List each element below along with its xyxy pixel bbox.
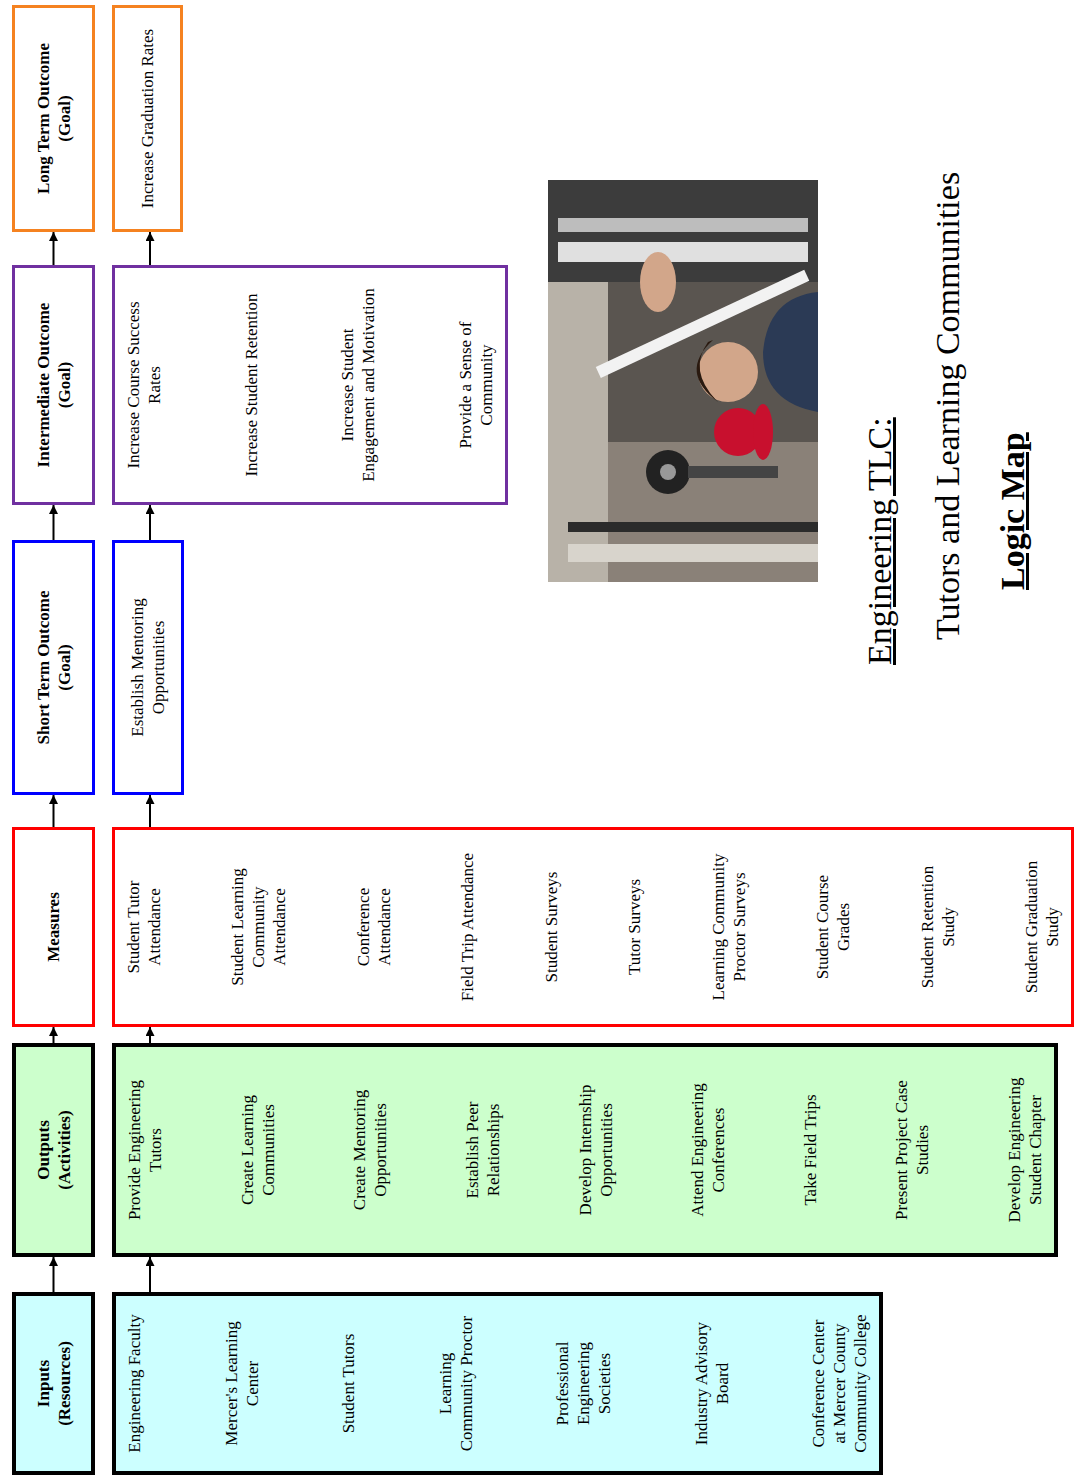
item-text: Student Tutor Attendance xyxy=(123,852,165,1002)
item-text: Develop Internship Opportunities xyxy=(575,1075,617,1225)
flow-arrow xyxy=(53,1257,55,1292)
subtitle-label: Logic Map xyxy=(993,432,1033,590)
item-text: Tutor Surveys xyxy=(624,879,645,975)
item-text: Professional Engineering Societies xyxy=(552,1314,615,1454)
item-text: Student Tutors xyxy=(338,1334,359,1434)
diagram-title: Engineering TLC: xyxy=(860,417,900,665)
item-text: Student Retention Study xyxy=(917,852,959,1002)
header-text: Outputs (Activities) xyxy=(33,1095,75,1205)
item-text: Increase Graduation Rates xyxy=(137,29,158,208)
item-text: Provide a Sense of Community xyxy=(455,285,497,485)
item-text: Learning Community Proctor xyxy=(435,1314,477,1454)
column-body-box: Engineering Faculty Mercer's Learning Cen… xyxy=(112,1292,883,1475)
item-text: Learning Community Proctor Surveys xyxy=(708,852,750,1002)
item-text: Student Graduation Study xyxy=(1021,852,1063,1002)
column-header-box: Measures xyxy=(12,827,95,1027)
item-text: Conference Attendance xyxy=(353,852,395,1002)
item-text: Student Learning Community Attendance xyxy=(227,852,290,1002)
column-body-box: Establish Mentoring Opportunities xyxy=(112,540,184,795)
flow-arrow xyxy=(53,232,55,265)
item-text: Student Surveys xyxy=(541,872,562,983)
item-text: Attend Engineering Conferences xyxy=(687,1075,729,1225)
flow-arrow xyxy=(53,1027,55,1043)
column-header-box: Inputs (Resources) xyxy=(12,1292,95,1475)
item-text: Establish Mentoring Opportunities xyxy=(127,568,169,768)
flow-arrow xyxy=(53,505,55,540)
item-text: Increase Course Success Rates xyxy=(123,285,165,485)
item-text: Mercer's Learning Center xyxy=(221,1314,263,1454)
header-text: Short Term Outcome (Goal) xyxy=(33,568,75,768)
column-header-box: Long Term Outcome (Goal) xyxy=(12,5,95,232)
item-text: Take Field Trips xyxy=(800,1094,821,1205)
column-body-box: Increase Course Success Rates Increase St… xyxy=(112,265,508,505)
flow-arrow xyxy=(149,1027,151,1043)
flow-arrow xyxy=(149,505,151,540)
flow-arrow xyxy=(149,1257,151,1292)
header-text: Inputs (Resources) xyxy=(33,1329,75,1439)
header-text: Measures xyxy=(43,892,64,962)
item-text: Create Mentoring Opportunities xyxy=(349,1075,391,1225)
item-text: Provide Engineering Tutors xyxy=(124,1075,166,1225)
item-text: Create Learning Communities xyxy=(237,1075,279,1225)
column-header-box: Intermediate Outcome (Goal) xyxy=(12,265,95,505)
subtitle-label: Tutors and Learning Communities xyxy=(928,172,968,640)
header-text: Intermediate Outcome (Goal) xyxy=(33,285,75,485)
header-text: Long Term Outcome (Goal) xyxy=(33,19,75,219)
item-text: Establish Peer Relationships xyxy=(462,1075,504,1225)
students-photo xyxy=(548,180,818,582)
item-text: Industry Advisory Board xyxy=(691,1314,733,1454)
item-text: Conference Center at Mercer County Commu… xyxy=(808,1314,871,1454)
item-text: Student Course Grades xyxy=(812,852,854,1002)
item-text: Field Trip Attendance xyxy=(457,853,478,1001)
item-text: Increase Student Engagement and Motivati… xyxy=(337,285,379,485)
column-body-box: Student Tutor Attendance Student Learning… xyxy=(112,827,1074,1027)
flow-arrow xyxy=(149,232,151,265)
column-header-box: Short Term Outcome (Goal) xyxy=(12,540,95,795)
item-text: Increase Student Retention xyxy=(241,293,262,476)
column-body-box: Increase Graduation Rates xyxy=(112,5,183,232)
column-body-box: Provide Engineering Tutors Create Learnin… xyxy=(112,1043,1058,1257)
flow-arrow xyxy=(53,795,55,827)
item-text: Engineering Faculty xyxy=(124,1314,145,1452)
column-header-box: Outputs (Activities) xyxy=(12,1043,95,1257)
item-text: Present Project Case Studies xyxy=(891,1075,933,1225)
item-text: Develop Engineering Student Chapter xyxy=(1004,1075,1046,1225)
flow-arrow xyxy=(149,795,151,827)
